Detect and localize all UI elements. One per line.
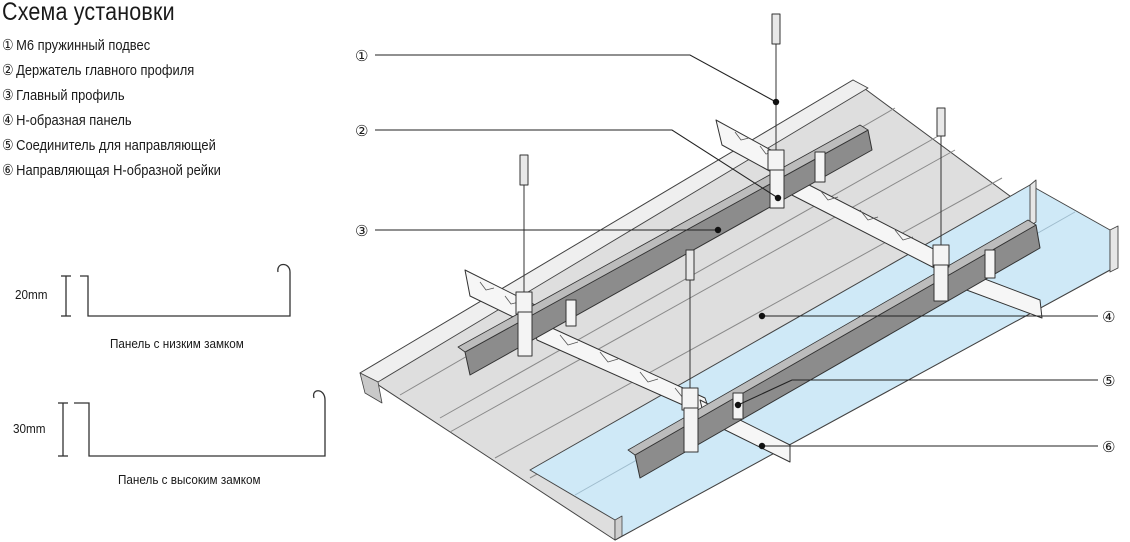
- legend-text: Соединитель для направляющей: [16, 137, 216, 154]
- legend-number: ④: [2, 112, 14, 129]
- callout-6: ⑥: [1102, 438, 1115, 456]
- low-lock-profile-sketch: [61, 263, 291, 317]
- high-lock-caption: Панель с высоким замком: [118, 472, 261, 487]
- legend-number: ①: [2, 37, 14, 54]
- legend-number: ⑤: [2, 137, 14, 154]
- ceiling-assembly: [359, 13, 1119, 541]
- callout-dots: [714, 98, 782, 450]
- legend-number: ⑥: [2, 162, 14, 179]
- low-lock-height-label: 20mm: [15, 287, 48, 302]
- panel-profile-sketches: [58, 263, 326, 457]
- hanger-2: [932, 107, 950, 268]
- low-lock-caption: Панель с низким замком: [110, 336, 244, 351]
- legend-number: ③: [2, 87, 14, 104]
- high-lock-height-label: 30mm: [13, 421, 46, 436]
- legend-text: M6 пружинный подвес: [16, 37, 151, 54]
- hanger-4: [681, 249, 699, 411]
- diagram-title: Схема установки: [2, 0, 175, 26]
- callout-1: ①: [355, 47, 368, 65]
- legend-text: H-образная панель: [16, 112, 132, 129]
- callout-4: ④: [1102, 308, 1115, 326]
- callout-3: ③: [355, 222, 368, 240]
- legend-number: ②: [2, 62, 14, 79]
- callout-5: ⑤: [1102, 372, 1115, 390]
- high-lock-profile-sketch: [58, 390, 326, 457]
- callout-2: ②: [355, 122, 368, 140]
- legend-text: Направляющая H-образной рейки: [16, 162, 221, 179]
- spring-hangers: [515, 13, 950, 411]
- legend-text: Главный профиль: [16, 87, 125, 104]
- legend-text: Держатель главного профиля: [16, 62, 195, 79]
- callout-leaders: [375, 54, 1098, 447]
- hanger-1: [767, 13, 785, 171]
